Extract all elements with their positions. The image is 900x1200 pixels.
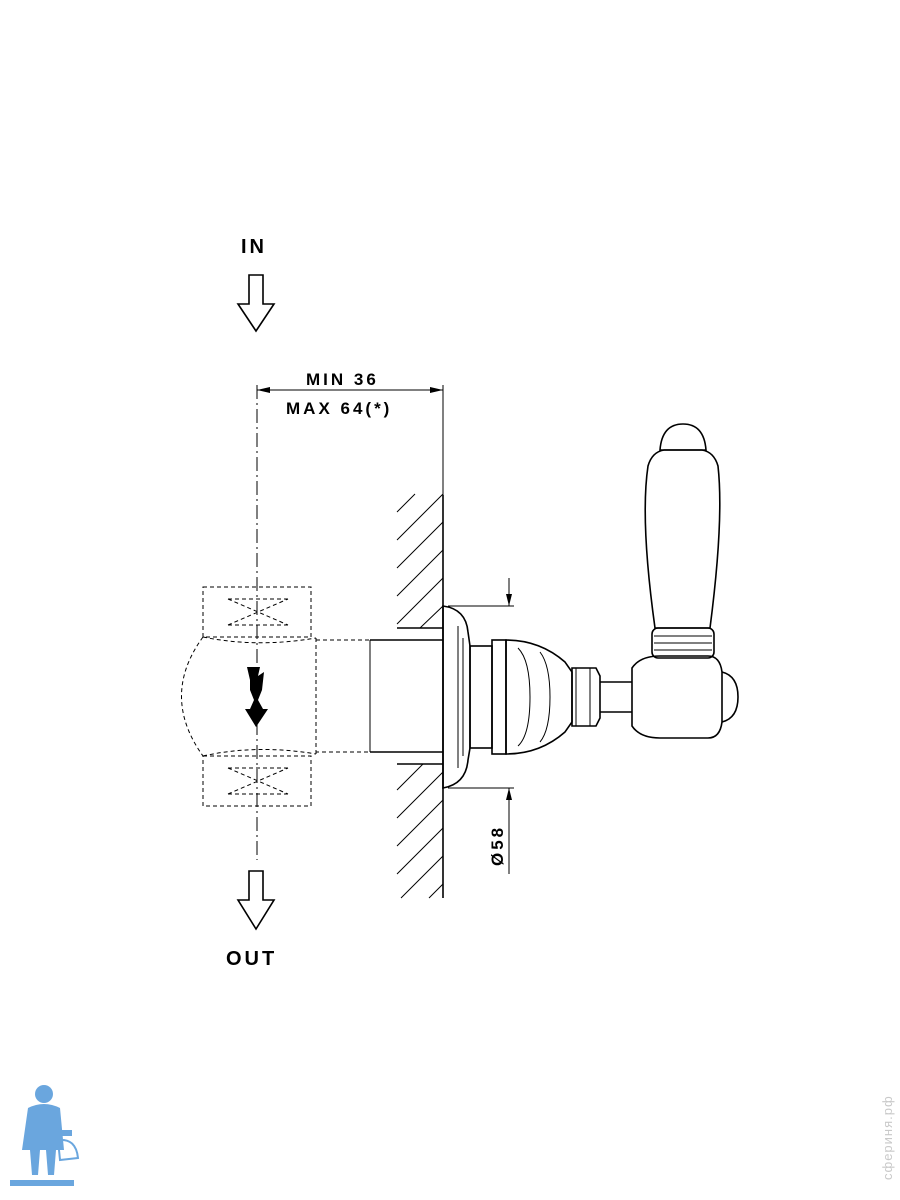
site-watermark: сфериня.рф <box>880 1095 895 1180</box>
depth-max-label: MAX 64(*) <box>286 399 392 418</box>
valve-bonnet <box>469 645 493 749</box>
bell-cover <box>505 639 573 755</box>
plumber-logo-icon <box>10 1085 80 1186</box>
hub-cap <box>721 671 739 723</box>
flow-direction-icon <box>245 667 268 727</box>
wall-flange <box>442 605 471 789</box>
outlet-label: OUT <box>226 948 277 970</box>
diameter-label: Ø58 <box>488 825 507 866</box>
lever-handle <box>644 449 721 629</box>
diameter-dimension: Ø58 <box>448 578 514 874</box>
outlet-arrow-icon <box>236 870 276 931</box>
depth-min-label: MIN 36 <box>306 370 379 389</box>
lever-knob <box>659 423 707 451</box>
inlet-arrow-icon <box>236 274 276 333</box>
concealed-valve-body <box>181 586 371 807</box>
lever-hub <box>631 655 723 739</box>
inlet-label: IN <box>241 236 267 258</box>
wall <box>396 493 444 899</box>
hex-nut <box>571 667 601 727</box>
depth-dimension: MIN 36 MAX 64(*) <box>257 370 444 495</box>
